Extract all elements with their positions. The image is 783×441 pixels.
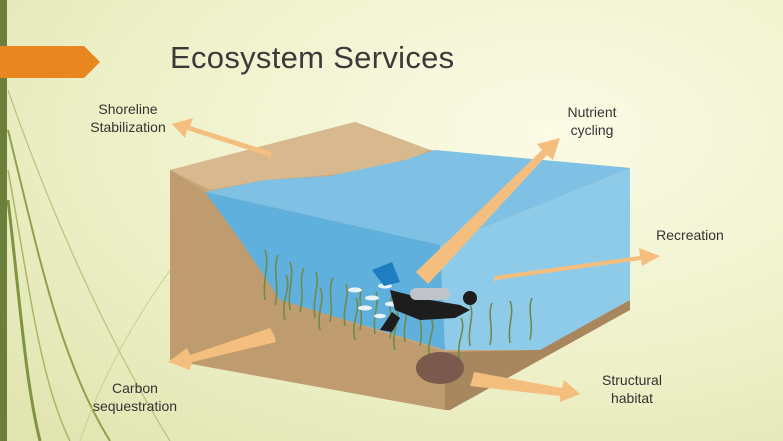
label-recreation: Recreation <box>656 227 724 243</box>
left-accent-bar <box>0 0 7 441</box>
shoreline-bank <box>170 122 430 190</box>
label-structural-habitat: Structural habitat <box>602 372 662 406</box>
water-front-left <box>205 192 445 350</box>
arrow-habitat <box>470 372 580 402</box>
water-front-right <box>440 168 630 350</box>
rock <box>416 352 464 384</box>
scuba-diver <box>372 262 477 332</box>
arrow-recreation <box>494 248 660 284</box>
arrow-shoreline <box>172 118 272 160</box>
label-carbon-sequestration: Carbon sequestration <box>92 380 178 414</box>
arrow-carbon <box>168 328 276 370</box>
title-accent-arrow <box>0 46 100 78</box>
arrow-nutrient <box>416 138 560 284</box>
label-shoreline-stabilization: Shoreline Stabilization <box>90 101 166 135</box>
label-nutrient-cycling: Nutrient cycling <box>567 104 617 138</box>
slide-title: Ecosystem Services <box>170 40 455 75</box>
seagrass <box>263 249 533 361</box>
arrows <box>168 118 660 402</box>
